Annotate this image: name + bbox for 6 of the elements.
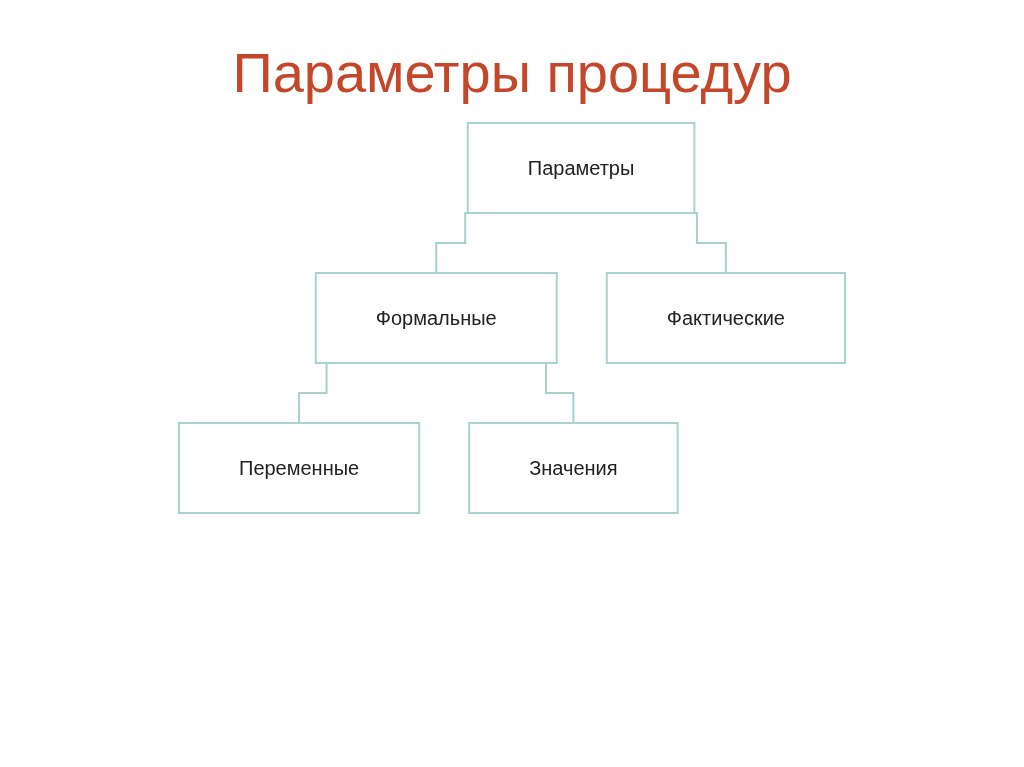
node-box: Параметры <box>466 122 696 214</box>
node-box: Значения <box>468 422 679 514</box>
title: Параметры процедур <box>231 40 793 105</box>
node-box: Фактические <box>605 272 846 364</box>
node-box: Переменные <box>178 422 421 514</box>
node-box: Формальные <box>314 272 558 364</box>
